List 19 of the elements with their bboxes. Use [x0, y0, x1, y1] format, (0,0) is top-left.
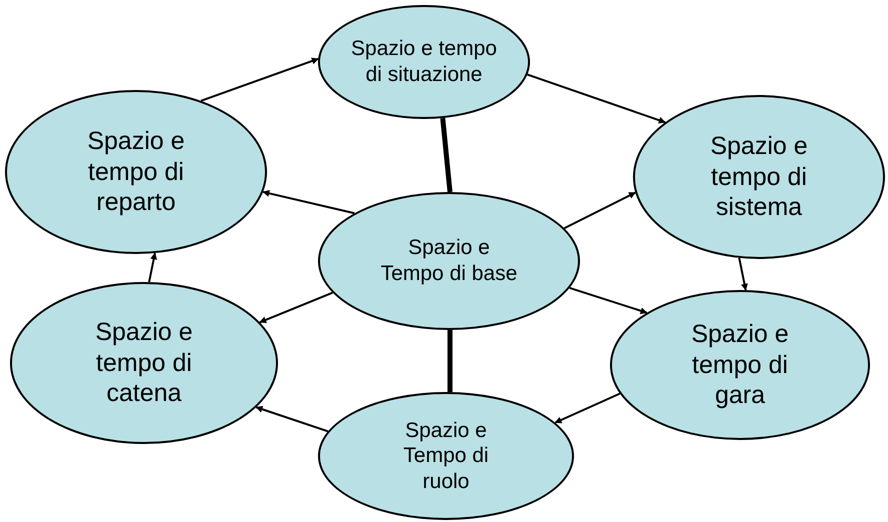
arrow [554, 392, 620, 424]
arrow [256, 406, 328, 432]
arrow [148, 252, 158, 282]
connector-line [440, 118, 452, 192]
node-label: Spazio e tempo di catena [94, 317, 194, 409]
node-label: Spazio e tempo di sistema [709, 131, 809, 223]
node-label: Spazio e tempo di situazione [350, 36, 498, 88]
arrow [200, 58, 319, 102]
node-label: Spazio e tempo di reparto [86, 126, 186, 218]
node-label: Spazio e Tempo di ruolo [402, 418, 490, 494]
node-label: Spazio e Tempo di base [380, 235, 518, 287]
arrow [738, 258, 748, 291]
arrow [259, 292, 333, 324]
arrow [262, 190, 355, 214]
arrow [527, 74, 666, 124]
connector-line [448, 330, 452, 392]
arrow [564, 192, 636, 230]
node-label: Spazio e tempo di gara [690, 319, 790, 411]
arrow [569, 286, 648, 314]
